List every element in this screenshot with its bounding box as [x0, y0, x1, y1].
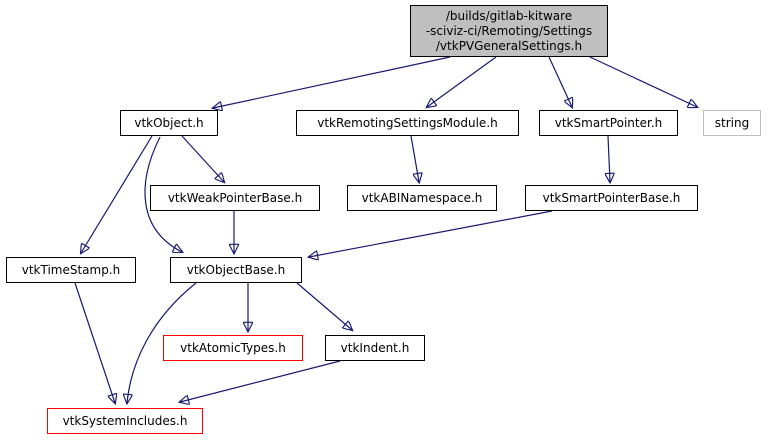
edge-vtkobjectbase-vtkindent: [296, 282, 352, 330]
node-vtkatomictypes-h[interactable]: vtkAtomicTypes.h: [163, 335, 303, 361]
edge-vtktimestamp-vtksystemincludes: [74, 282, 115, 403]
node-vtksmartpointerbase-h[interactable]: vtkSmartPointerBase.h: [525, 185, 698, 211]
edge-root-string: [589, 56, 697, 107]
edge-vtkremotingsettingsmodule-vtkabinamespace: [410, 135, 419, 182]
node-vtkabinamespace-h[interactable]: vtkABINamespace.h: [347, 185, 497, 211]
node-vtkobjectbase-h[interactable]: vtkObjectBase.h: [170, 257, 302, 283]
node-vtkremotingsettingsmodule-h[interactable]: vtkRemotingSettingsModule.h: [296, 110, 519, 136]
node-root-vtkpvgeneralsettings-h: /builds/gitlab-kitware -sciviz-ci/Remoti…: [410, 5, 608, 57]
node-vtksmartpointer-h[interactable]: vtkSmartPointer.h: [539, 110, 678, 136]
edge-vtkindent-vtksystemincludes: [180, 360, 341, 402]
edge-root-vtkremotingsettingsmodule: [427, 56, 497, 107]
edge-vtksmartpointer-vtksmartpointerbase: [608, 135, 610, 182]
node-vtktimestamp-h[interactable]: vtkTimeStamp.h: [6, 257, 136, 283]
edge-root-vtkobject: [213, 56, 451, 108]
node-vtkindent-h[interactable]: vtkIndent.h: [325, 335, 425, 361]
edge-vtksmartpointerbase-vtkobjectbase: [309, 210, 553, 257]
node-vtkweakpointerbase-h[interactable]: vtkWeakPointerBase.h: [150, 185, 320, 211]
edge-vtkobjectbase-vtksystemincludes: [127, 282, 197, 403]
edge-vtkobject-vtkobjectbase: [144, 136, 182, 252]
edge-vtkobject-vtktimestamp: [81, 135, 153, 253]
edge-vtkobject-vtkweakpointerbase: [181, 135, 224, 182]
node-vtkobject-h[interactable]: vtkObject.h: [120, 110, 218, 136]
node-string: string: [703, 110, 761, 136]
edge-root-vtksmartpointer: [548, 56, 572, 107]
node-vtksystemincludes-h[interactable]: vtkSystemIncludes.h: [47, 408, 203, 434]
